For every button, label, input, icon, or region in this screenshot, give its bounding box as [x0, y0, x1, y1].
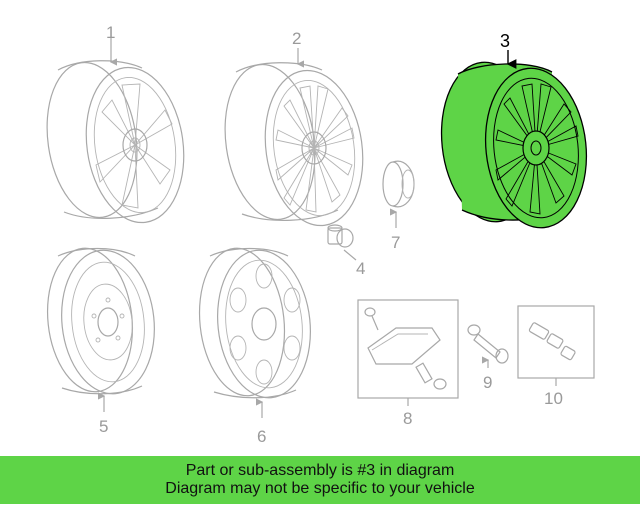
callout-5: 5 — [99, 417, 108, 436]
callout-10: 10 — [544, 389, 563, 408]
callout-4: 4 — [356, 259, 365, 278]
callout-6: 6 — [257, 427, 266, 446]
part-10-valve-caps[interactable] — [517, 305, 595, 379]
parts-diagram: 1 2 — [38, 23, 595, 446]
callout-3: 3 — [500, 31, 510, 51]
callout-8: 8 — [403, 409, 412, 428]
callout-9: 9 — [483, 373, 492, 392]
banner-line-2: Diagram may not be specific to your vehi… — [165, 480, 475, 497]
part-2-alloy-wheel[interactable] — [216, 59, 373, 232]
callout-1: 1 — [106, 23, 115, 42]
callout-2: 2 — [292, 29, 301, 48]
callout-7: 7 — [391, 233, 400, 252]
part-7-center-cap[interactable] — [382, 160, 415, 208]
part-5-spare-wheel[interactable] — [41, 244, 162, 398]
part-1-alloy-wheel[interactable] — [38, 57, 194, 229]
banner-line-1: Part or sub-assembly is #3 in diagram — [185, 462, 455, 479]
notice-banner: Part or sub-assembly is #3 in diagram Di… — [0, 456, 640, 504]
part-9-valve-stem[interactable] — [467, 324, 509, 364]
part-8-tpms-sensor[interactable] — [357, 299, 459, 399]
part-4-lug-nut[interactable] — [327, 224, 354, 248]
part-6-steel-wheel[interactable] — [192, 244, 317, 402]
part-3-alloy-wheel-highlighted[interactable] — [434, 57, 594, 232]
